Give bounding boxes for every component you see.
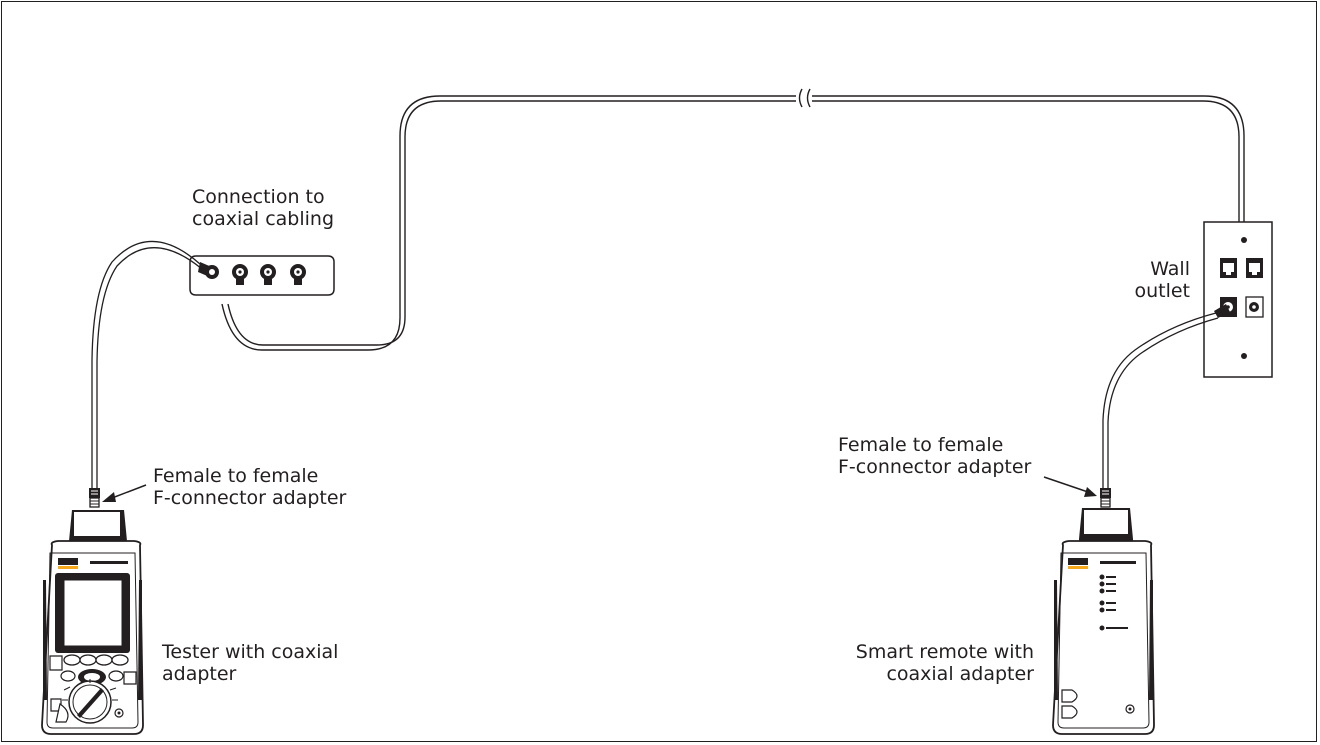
tester-label: Tester with coaxial adapter	[162, 641, 338, 685]
coax-jack-icon	[1245, 296, 1264, 318]
right-adapter-label: Female to female F-connector adapter	[838, 434, 1031, 478]
remote-label-line: Smart remote with	[855, 641, 1034, 663]
remote-status-leds	[1099, 574, 1128, 631]
connection-label: Connection to coaxial cabling	[192, 186, 334, 230]
coax-splitter	[189, 255, 335, 296]
tester-label-line: adapter	[162, 663, 237, 685]
right-f-adapter	[1100, 488, 1111, 508]
connection-label-line: Connection to	[192, 186, 325, 208]
left-adapter-label: Female to female F-connector adapter	[153, 465, 346, 509]
right-adapter-label-line: F-connector adapter	[838, 456, 1032, 478]
right-adapter-pointer	[1043, 476, 1097, 497]
wall-outlet-label-line: Wall	[1150, 258, 1190, 280]
wall-outlet-label: Wall outlet	[1134, 258, 1190, 302]
left-adapter-label-line: Female to female	[153, 465, 319, 487]
left-adapter-label-line: F-connector adapter	[153, 487, 347, 509]
f-connector-port	[232, 264, 248, 285]
f-connector-port	[260, 264, 276, 285]
left-f-adapter	[89, 488, 100, 508]
remote-coax-cable	[1102, 312, 1219, 488]
wall-outlet-label-line: outlet	[1134, 280, 1190, 302]
remote-label: Smart remote with coaxial adapter	[822, 641, 1034, 685]
left-adapter-pointer	[102, 484, 147, 502]
tester	[41, 510, 144, 735]
tester-rotary-dial	[62, 679, 118, 724]
right-adapter-label-line: Female to female	[838, 434, 1004, 456]
rj45-jack-icon	[1246, 258, 1263, 278]
smart-remote	[1052, 508, 1155, 735]
tester-softkeys	[63, 654, 129, 666]
remote-label-line: coaxial adapter	[886, 663, 1034, 685]
rj45-jack-icon	[1220, 258, 1237, 278]
cable-plug	[198, 262, 219, 279]
backbone-cable	[221, 95, 1245, 351]
f-connector-port	[290, 264, 306, 285]
cable-break-icon	[796, 88, 812, 108]
connection-label-line: coaxial cabling	[192, 208, 335, 230]
wall-outlet	[1203, 221, 1273, 378]
tester-coax-cable	[91, 240, 203, 488]
tester-label-line: Tester with coaxial	[162, 641, 339, 663]
